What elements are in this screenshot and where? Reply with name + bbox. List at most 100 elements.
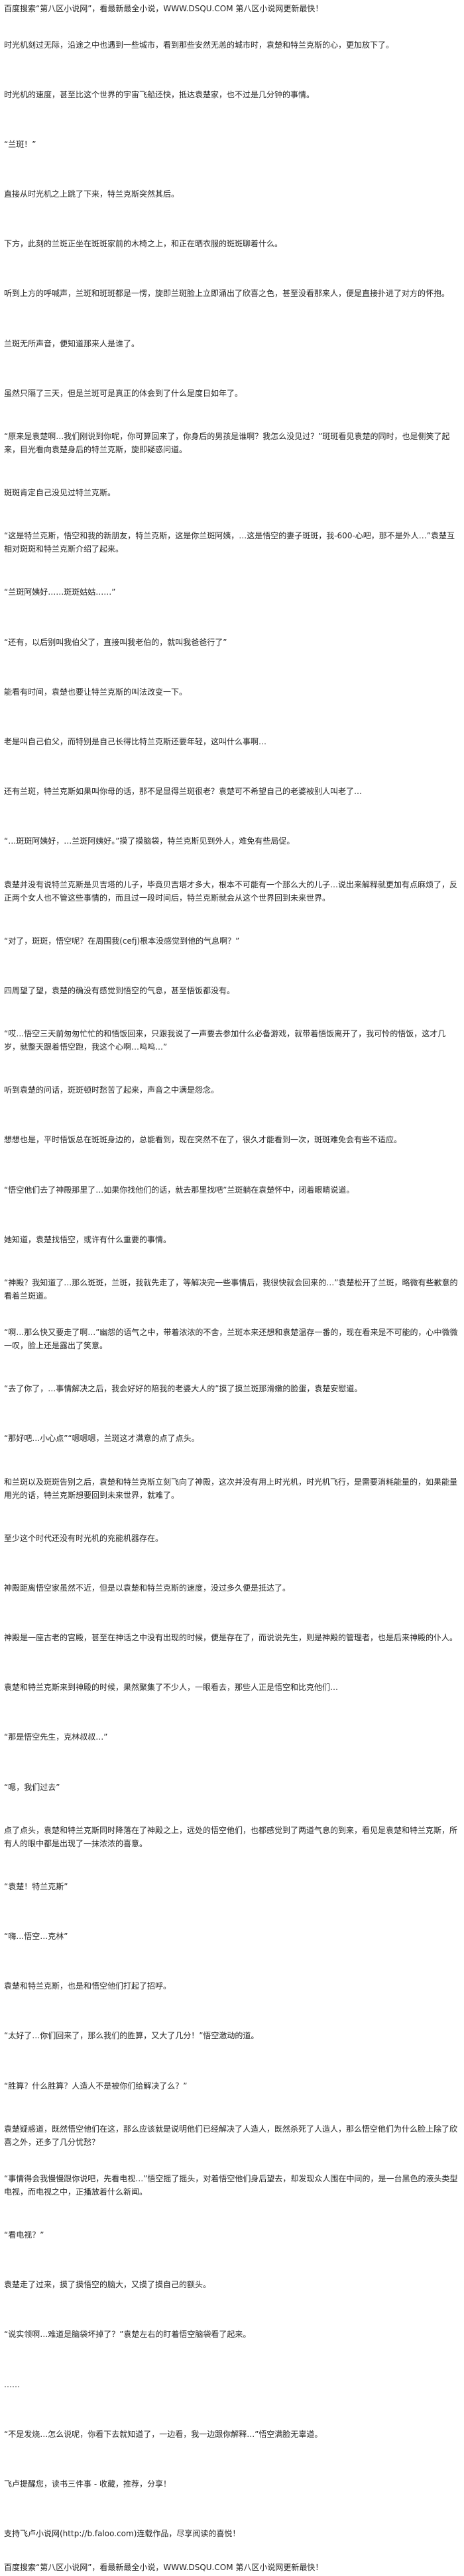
paragraph-text: “嗯，我们过去” xyxy=(4,1782,60,1792)
paragraph: “去了你了，…事情解决之后，我会好好的陪我的老婆大人的”摸了摸兰斑那滑嫩的脸蛋，… xyxy=(4,1364,460,1414)
paragraph-text: 她知道，袁楚找悟空，或许有什么重要的事情。 xyxy=(4,1234,172,1244)
paragraph: 飞卢提醒您，读书三件事 - 收藏，推荐，分享！ xyxy=(4,2459,460,2508)
paragraph-text: “说实领啊…难道是脑袋坏掉了？”袁楚左右的盯着悟空脑袋看了起来。 xyxy=(4,2330,251,2340)
site-banner-top: 百度搜索“第八区小说网”，看最新最全小说，WWW.DSQU.COM 第八区小说网… xyxy=(4,4,323,13)
paragraph: “说实领啊…难道是脑袋坏掉了？”袁楚左右的盯着悟空脑袋看了起来。 xyxy=(4,2310,460,2359)
paragraph: “嗯，我们过去” xyxy=(4,1762,460,1812)
paragraph-text: “兰斑阿姨好……斑斑姑姑……” xyxy=(4,587,116,597)
paragraph: “原来是袁楚啊…我们刚说到你呢，你可算回来了，你身后的男孩是谁啊？我怎么没见过？… xyxy=(4,418,460,468)
paragraph-text: 下方，此刻的兰斑正坐在斑斑家前的木椅之上，和正在晒衣服的斑斑聊着什么。 xyxy=(4,239,283,249)
paragraph: 支持飞卢小说网(http://b.faloo.com)连载作品，尽享阅读的喜悦！ xyxy=(4,2509,460,2559)
paragraph-text: 四周望了望，袁楚的确没有感觉到悟空的气息，甚至悟饭都没有。 xyxy=(4,985,235,995)
paragraph: 听到袁楚的问话，斑斑顿时愁苦了起来，声音之中满是怨念。 xyxy=(4,1065,460,1115)
paragraph-text: 飞卢提醒您，读书三件事 - 收藏，推荐，分享！ xyxy=(4,2479,171,2489)
paragraph-text: 时光机的速度，甚至比这个世界的宇宙飞船还快，抵达袁楚家，也不过是几分钟的事情。 xyxy=(4,89,315,99)
paragraph-text: 听到袁楚的问话，斑斑顿时愁苦了起来，声音之中满是怨念。 xyxy=(4,1085,219,1095)
paragraph: 袁楚并没有说特兰克斯是贝吉塔的儿子，毕竟贝吉塔才多大，根本不可能有一个那么大的儿… xyxy=(4,866,460,916)
paragraph-text: 袁楚和特兰克斯，也是和悟空他们打起了招呼。 xyxy=(4,1981,172,1991)
paragraph: “那是悟空先生，克林叔叔…” xyxy=(4,1712,460,1762)
paragraph: “悟空他们去了神殿那里了…如果你找他们的话，就去那里找吧”兰斑躺在袁楚怀中，闭着… xyxy=(4,1165,460,1214)
paragraph-text: 袁楚并没有说特兰克斯是贝吉塔的儿子，毕竟贝吉塔才多大，根本不可能有一个那么大的儿… xyxy=(4,879,458,903)
paragraph-text: “不是发烧…怎么说呢，你看下去就知道了，一边看，我一边跟你解释…”悟空满脸无辜道… xyxy=(4,2429,323,2439)
paragraph-text: …… xyxy=(4,2379,20,2389)
paragraph-text: “嗨…悟空…克林” xyxy=(4,1932,68,1942)
paragraph: 和兰斑以及斑斑告别之后，袁楚和特兰克斯立刻飞向了神殿，这次并没有用上时光机，时光… xyxy=(4,1463,460,1513)
paragraph: “胜算？什么胜算？人造人不是被你们给解决了么？” xyxy=(4,2061,460,2110)
paragraph: 能看有时间，袁楚也要让特兰克斯的叫法改变一下。 xyxy=(4,667,460,717)
paragraph-text: “神殿？我知道了…那么斑斑，兰斑，我就先走了，等解决完一些事情后，我很快就会回来… xyxy=(4,1277,458,1301)
paragraph: 时光机的速度，甚至比这个世界的宇宙飞船还快，抵达袁楚家，也不过是几分钟的事情。 xyxy=(4,70,460,119)
paragraph: 还有兰斑，特兰克斯如果叫你母的话，那不是显得兰斑很老？袁楚可不希望自己的老婆被别… xyxy=(4,767,460,817)
paragraph: 神殿是一座古老的宫殿，甚至在神话之中没有出现的时候，便是存在了，而说说先生，则是… xyxy=(4,1613,460,1663)
paragraph-text: 老是叫自己伯父，而特别是自己长得比特兰克斯还要年轻，这叫什么事啊… xyxy=(4,736,267,746)
paragraph-text: “去了你了，…事情解决之后，我会好好的陪我的老婆大人的”摸了摸兰斑那滑嫩的脸蛋，… xyxy=(4,1384,363,1394)
paragraph-text: 支持飞卢小说网(http://b.faloo.com)连载作品，尽享阅读的喜悦！ xyxy=(4,2529,241,2539)
paragraph-text: 袁楚和特兰克斯来到神殿的时候，果然聚集了不少人，一眼看去，那些人正是悟空和比克他… xyxy=(4,1683,339,1693)
paragraph-text: 和兰斑以及斑斑告别之后，袁楚和特兰克斯立刻飞向了神殿，这次并没有用上时光机，时光… xyxy=(4,1477,458,1500)
paragraph: 点了点头，袁楚和特兰克斯同时降落在了神殿之上，远处的悟空他们，也都感觉到了两道气… xyxy=(4,1812,460,1861)
paragraph: “这是特兰克斯，悟空和我的新朋友，特兰克斯，这是你兰斑阿姨，…这是悟空的妻子斑斑… xyxy=(4,518,460,568)
paragraph: 四周望了望，袁楚的确没有感觉到悟空的气息，甚至悟饭都没有。 xyxy=(4,966,460,1015)
paragraph: “神殿？我知道了…那么斑斑，兰斑，我就先走了，等解决完一些事情后，我很快就会回来… xyxy=(4,1264,460,1314)
paragraph: “袁楚！特兰克斯” xyxy=(4,1861,460,1911)
paragraph: 虽然只隔了三天，但是兰斑可是真正的体会到了什么是度日如年了。 xyxy=(4,368,460,418)
paragraph: “不是发烧…怎么说呢，你看下去就知道了，一边看，我一边跟你解释…”悟空满脸无辜道… xyxy=(4,2409,460,2459)
paragraph-text: “袁楚！特兰克斯” xyxy=(4,1881,68,1891)
paragraph-text: “看电视？” xyxy=(4,2230,44,2240)
paragraph: 神殿距离悟空家虽然不近，但是以袁楚和特兰克斯的速度，没过多久便是抵达了。 xyxy=(4,1563,460,1612)
paragraph: 听到上方的呼喊声，兰斑和斑斑都是一愣，旋即兰斑脸上立即涌出了欣喜之色，甚至没看那… xyxy=(4,269,460,319)
site-banner-bottom: 百度搜索“第八区小说网”，看最新最全小说，WWW.DSQU.COM 第八区小说网… xyxy=(4,2563,323,2572)
paragraph-text: 至少这个时代还没有时光机的充能机器存在。 xyxy=(4,1533,164,1543)
paragraph-text: 袁楚疑惑道，既然悟空他们在这，那么应该就是说明他们已经解决了人造人，既然杀死了人… xyxy=(4,2124,458,2147)
paragraph-text: “悟空他们去了神殿那里了…如果你找他们的话，就去那里找吧”兰斑躺在袁楚怀中，闭着… xyxy=(4,1185,355,1195)
paragraph: “嗨…悟空…克林” xyxy=(4,1912,460,1961)
paragraph: “兰斑阿姨好……斑斑姑姑……” xyxy=(4,568,460,617)
paragraph: “事情得会我慢慢跟你说吧，先看电视…”悟空摇了摇头，对着悟空他们身后望去，却发现… xyxy=(4,2160,460,2210)
paragraph-text: “那是悟空先生，克林叔叔…” xyxy=(4,1732,108,1742)
paragraph: 袁楚和特兰克斯，也是和悟空他们打起了招呼。 xyxy=(4,1961,460,2011)
paragraph-text: 能看有时间，袁楚也要让特兰克斯的叫法改变一下。 xyxy=(4,687,188,697)
paragraph-text: 听到上方的呼喊声，兰斑和斑斑都是一愣，旋即兰斑脸上立即涌出了欣喜之色，甚至没看那… xyxy=(4,289,450,299)
paragraph-text: “原来是袁楚啊…我们刚说到你呢，你可算回来了，你身后的男孩是谁啊？我怎么没见过？… xyxy=(4,431,450,454)
paragraph: …… xyxy=(4,2359,460,2409)
paragraph: 想想也是，平时悟饭总在斑斑身边的，总能看到，现在突然不在了，很久才能看到一次，斑… xyxy=(4,1115,460,1165)
paragraph-text: 点了点头，袁楚和特兰克斯同时降落在了神殿之上，远处的悟空他们，也都感觉到了两道气… xyxy=(4,1825,458,1848)
paragraph: 袁楚和特兰克斯来到神殿的时候，果然聚集了不少人，一眼看去，那些人正是悟空和比克他… xyxy=(4,1663,460,1712)
paragraph: 直接从时光机之上跳了下来，特兰克斯突然其后。 xyxy=(4,170,460,219)
paragraph-text: 想想也是，平时悟饭总在斑斑身边的，总能看到，现在突然不在了，很久才能看到一次，斑… xyxy=(4,1135,402,1145)
paragraph-text: “啊…那么快又要走了啊…”幽怨的语气之中，带着浓浓的不舍，兰斑本来还想和袁楚温存… xyxy=(4,1328,458,1351)
paragraph-text: “…斑斑阿姨好，…兰斑阿姨好。”摸了摸脑袋，特兰克斯见到外人，难免有些局促。 xyxy=(4,836,295,846)
paragraph-text: “兰斑！” xyxy=(4,139,36,149)
paragraph: “还有，以后别叫我伯父了，直接叫我老伯的，就叫我爸爸行了” xyxy=(4,617,460,667)
paragraph-text: “太好了…你们回来了，那么我们的胜算，又大了几分！”悟空激动的道。 xyxy=(4,2031,259,2041)
paragraph-text: “对了，斑斑，悟空呢？在周围我(cefj)根本没感觉到他的气息啊？” xyxy=(4,936,240,946)
paragraph: “啊…那么快又要走了啊…”幽怨的语气之中，带着浓浓的不舍，兰斑本来还想和袁楚温存… xyxy=(4,1314,460,1363)
paragraph: “兰斑！” xyxy=(4,119,460,169)
paragraph: 兰斑无所声音，便知道那来人是谁了。 xyxy=(4,319,460,368)
paragraph-text: “那好吧…小心点”“嗯嗯嗯，兰斑这才满意的点了点头。 xyxy=(4,1434,200,1444)
paragraph-text: 神殿是一座古老的宫殿，甚至在神话之中没有出现的时候，便是存在了，而说说先生，则是… xyxy=(4,1633,458,1643)
paragraph-text: “胜算？什么胜算？人造人不是被你们给解决了么？” xyxy=(4,2081,188,2091)
paragraph: “哎…悟空三天前匆匆忙忙的和悟饭回来，只跟我说了一声要去参加什么必备游戏，就带着… xyxy=(4,1015,460,1065)
paragraph-text: 袁楚走了过来，摸了摸悟空的脑大，又摸了摸自己的额头。 xyxy=(4,2280,211,2290)
paragraph-text: 虽然只隔了三天，但是兰斑可是真正的体会到了什么是度日如年了。 xyxy=(4,388,243,398)
paragraph-text: “这是特兰克斯，悟空和我的新朋友，特兰克斯，这是你兰斑阿姨，…这是悟空的妻子斑斑… xyxy=(4,531,455,554)
paragraph-text: “哎…悟空三天前匆匆忙忙的和悟饭回来，只跟我说了一声要去参加什么必备游戏，就带着… xyxy=(4,1029,446,1052)
paragraph: 袁楚走了过来，摸了摸悟空的脑大，又摸了摸自己的额头。 xyxy=(4,2260,460,2310)
paragraph: “…斑斑阿姨好，…兰斑阿姨好。”摸了摸脑袋，特兰克斯见到外人，难免有些局促。 xyxy=(4,817,460,866)
paragraph-text: 兰斑无所声音，便知道那来人是谁了。 xyxy=(4,338,140,348)
paragraph-text: “事情得会我慢慢跟你说吧，先看电视…”悟空摇了摇头，对着悟空他们身后望去，却发现… xyxy=(4,2173,458,2197)
paragraph-text: 还有兰斑，特兰克斯如果叫你母的话，那不是显得兰斑很老？袁楚可不希望自己的老婆被别… xyxy=(4,787,363,797)
paragraph: 时光机刻过无际，沿途之中也遇到一些城市，看到那些安然无恙的城市时，袁楚和特兰克斯… xyxy=(4,20,460,70)
paragraph: 斑斑肯定自己没见过特兰克斯。 xyxy=(4,468,460,518)
chapter-content: 时光机刻过无际，沿途之中也遇到一些城市，看到那些安然无恙的城市时，袁楚和特兰克斯… xyxy=(4,20,460,2559)
paragraph: 下方，此刻的兰斑正坐在斑斑家前的木椅之上，和正在晒衣服的斑斑聊着什么。 xyxy=(4,219,460,269)
paragraph-text: 神殿距离悟空家虽然不近，但是以袁楚和特兰克斯的速度，没过多久便是抵达了。 xyxy=(4,1583,291,1593)
paragraph: 老是叫自己伯父，而特别是自己长得比特兰克斯还要年轻，这叫什么事啊… xyxy=(4,717,460,766)
paragraph: “那好吧…小心点”“嗯嗯嗯，兰斑这才满意的点了点头。 xyxy=(4,1414,460,1463)
paragraph: “太好了…你们回来了，那么我们的胜算，又大了几分！”悟空激动的道。 xyxy=(4,2011,460,2061)
paragraph: 她知道，袁楚找悟空，或许有什么重要的事情。 xyxy=(4,1214,460,1264)
paragraph-text: “还有，以后别叫我伯父了，直接叫我老伯的，就叫我爸爸行了” xyxy=(4,637,227,647)
paragraph: 至少这个时代还没有时光机的充能机器存在。 xyxy=(4,1513,460,1563)
paragraph-text: 直接从时光机之上跳了下来，特兰克斯突然其后。 xyxy=(4,189,180,199)
